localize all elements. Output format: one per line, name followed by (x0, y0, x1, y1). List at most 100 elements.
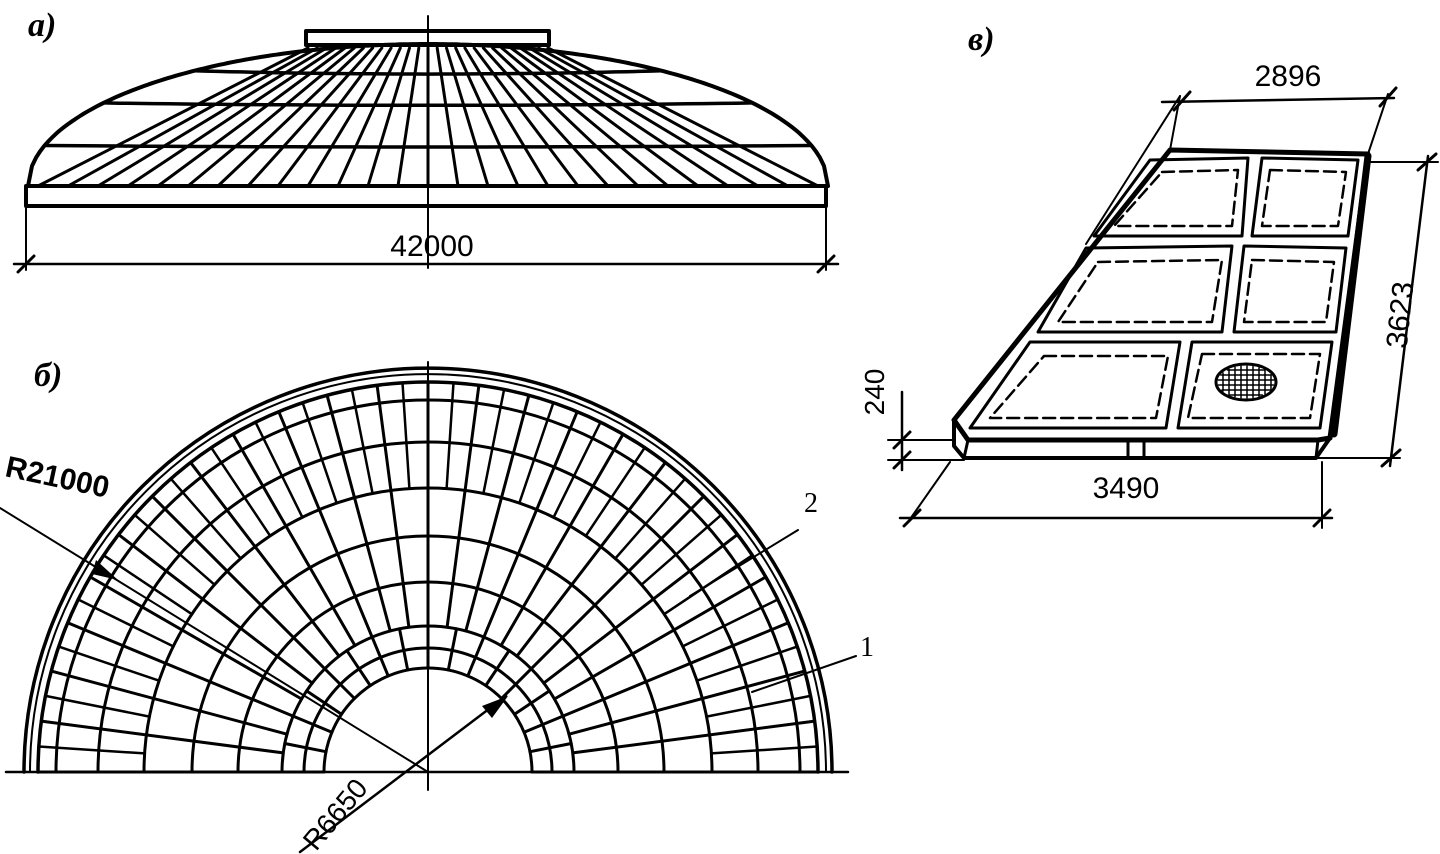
dome-rib (36, 46, 310, 188)
plan-radial-rib (325, 393, 392, 633)
dome-rib (546, 46, 820, 188)
dome-rib (518, 46, 730, 188)
plan-inner-rib (323, 667, 356, 700)
panel-v-shell-slab: в) (859, 21, 1439, 529)
skylight-mesh (1217, 365, 1275, 399)
plan-inner-rib (528, 742, 573, 754)
cell-3-outer (1036, 244, 1234, 334)
construction-line-bottom (907, 461, 951, 523)
plan-radial-rib-mid (350, 388, 374, 495)
plan-radial-rib (542, 533, 739, 685)
plan-radial-rib (515, 461, 667, 658)
plan-radial-rib (464, 393, 531, 633)
radius-leader-inner (298, 694, 508, 854)
dome-rib (396, 46, 421, 188)
plan-radial-rib-mid (695, 645, 799, 682)
cell-4-outer (1232, 244, 1348, 334)
plan-radial-rib-mid (301, 401, 338, 505)
plan-radial-rib (552, 575, 768, 701)
plan-radial-rib-mid (482, 388, 506, 495)
slab-edge-right (1314, 438, 1320, 460)
plan-radial-rib (117, 533, 314, 685)
panel-b-label: б) (34, 357, 62, 394)
plan-radial-rib (49, 669, 289, 736)
cell-1-outer (1092, 156, 1250, 238)
tick-240-top (892, 430, 912, 450)
cell-6-inner (1186, 352, 1322, 420)
tick-3490-right (1312, 508, 1332, 528)
dimension-42000: 42000 (390, 230, 473, 263)
plan-radial-rib-mid (76, 598, 175, 648)
radius-arrow-inner (482, 696, 508, 718)
plan-radial-rib-mid (552, 420, 602, 519)
plan-radial-rib (529, 494, 706, 671)
plan-inner-rib (446, 627, 458, 672)
plan-radial-rib-mid (44, 694, 151, 718)
dome-rib (66, 46, 319, 188)
plan-inner-rib (522, 714, 565, 734)
plan-radial-rib-mid (102, 554, 194, 616)
plan-inner-rib (283, 742, 328, 754)
plan-radial-rib-mid (584, 446, 646, 538)
dome-rib (500, 46, 670, 188)
dome-rib (156, 46, 347, 188)
callout-2-leader (689, 529, 799, 597)
dome-rib (481, 46, 610, 188)
dome-rib (472, 46, 580, 188)
dome-rib (509, 46, 700, 188)
panel-a-label: а) (28, 7, 56, 44)
plan-radial-rib (39, 719, 285, 755)
plan-radial-rib-mid (518, 401, 555, 505)
cell-6-outer (1176, 340, 1334, 430)
skylight-outline (1214, 362, 1278, 402)
plan-radial-rib (150, 494, 327, 671)
support-ring (24, 184, 828, 208)
dome-rib (463, 46, 550, 188)
dome-rib (537, 46, 790, 188)
plan-inner-rib (305, 689, 343, 716)
dome-rib (491, 46, 640, 188)
cell-5-inner (988, 354, 1170, 420)
plan-radial-rib-mid (169, 477, 242, 560)
dome-rib (276, 46, 384, 188)
dome-rib (445, 46, 490, 188)
plan-radial-rib (66, 621, 295, 718)
dome-ribs (26, 42, 830, 188)
panel-v-label: в) (968, 21, 995, 58)
plan-radial-rib-mid (37, 745, 146, 755)
tick-right (816, 254, 836, 274)
radius-leader-outer (0, 507, 429, 773)
dome-rib (336, 46, 402, 188)
plan-radial-rib (375, 383, 411, 629)
plan-inner-rib (466, 635, 486, 678)
cell-5-outer (968, 340, 1182, 430)
plan-radial-rib-mid (445, 381, 455, 490)
tick-2896-right (1378, 86, 1398, 108)
panel-a-dome-elevation: а) 42000 (12, 7, 840, 274)
plan-inner-rib (398, 627, 410, 672)
plan-radial-rib-mid (614, 477, 687, 560)
ext-2896-right (1367, 93, 1389, 155)
dome-rib (186, 46, 356, 188)
plan-inner-rib (484, 649, 511, 687)
plan-inner-rib (345, 649, 372, 687)
plan-radial-rib-mid (210, 446, 272, 538)
plan-radial-rib-mid (133, 513, 216, 586)
tick-3623-bottom (1380, 448, 1402, 468)
dim-line-2896 (1160, 96, 1396, 104)
callout-2: 2 (804, 488, 818, 519)
tick-3490-left (902, 508, 922, 528)
cell-2-outer (1250, 156, 1360, 238)
slab-cells (968, 156, 1360, 430)
plan-radial-rib (499, 432, 625, 648)
radius-arrow-outer (92, 560, 118, 580)
callout-1-leader (751, 655, 857, 693)
radius-label-outer: R21000 (3, 451, 113, 505)
plan-radial-rib-mid (710, 745, 819, 755)
dome-rib (528, 46, 760, 188)
dome-rib (306, 46, 393, 188)
dome-rib (366, 46, 411, 188)
tick-left (16, 254, 36, 274)
dim-240: 240 (859, 369, 890, 416)
